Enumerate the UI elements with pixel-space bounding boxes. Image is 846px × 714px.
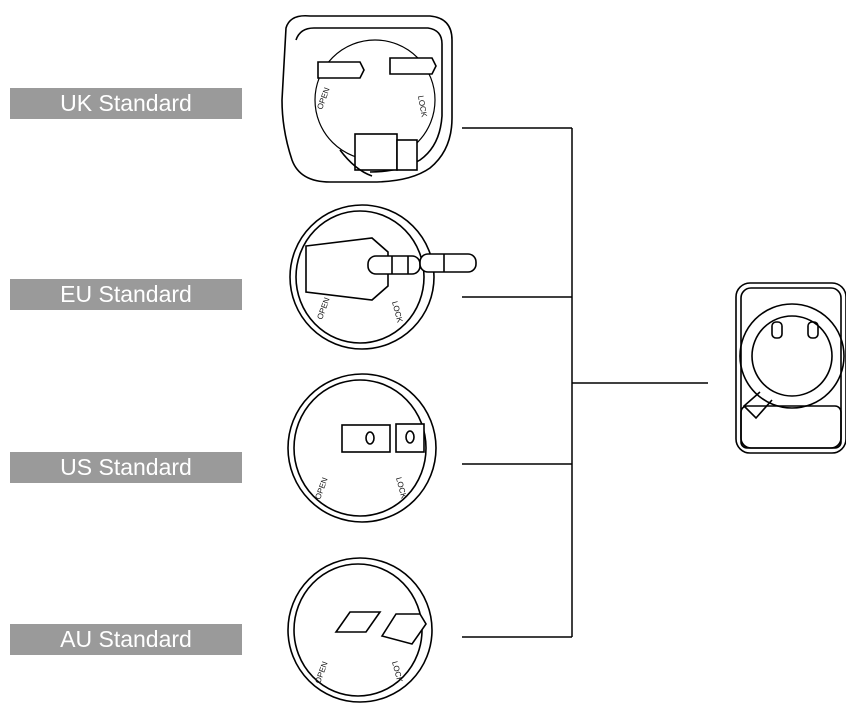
us-lock-mark: LOCK [394, 476, 409, 500]
uk-standard-label: UK Standard [10, 88, 242, 119]
au-plug-icon [287, 557, 433, 703]
eu-plug-icon [289, 204, 477, 350]
au-open-mark: OPEN [313, 660, 329, 685]
eu-open-mark: OPEN [315, 296, 331, 321]
au-standard-label: AU Standard [10, 624, 242, 655]
connector-lines [462, 127, 708, 638]
uk-lock-mark: LOCK [416, 95, 429, 119]
us-standard-label: US Standard [10, 452, 242, 483]
us-open-mark: OPEN [313, 476, 329, 501]
base-adapter-icon [735, 282, 846, 454]
uk-open-mark: OPEN [315, 86, 331, 111]
eu-standard-label: EU Standard [10, 279, 242, 310]
eu-lock-mark: LOCK [390, 300, 405, 324]
uk-plug-icon [281, 14, 453, 183]
au-lock-mark: LOCK [390, 660, 405, 684]
us-plug-icon [287, 373, 437, 523]
